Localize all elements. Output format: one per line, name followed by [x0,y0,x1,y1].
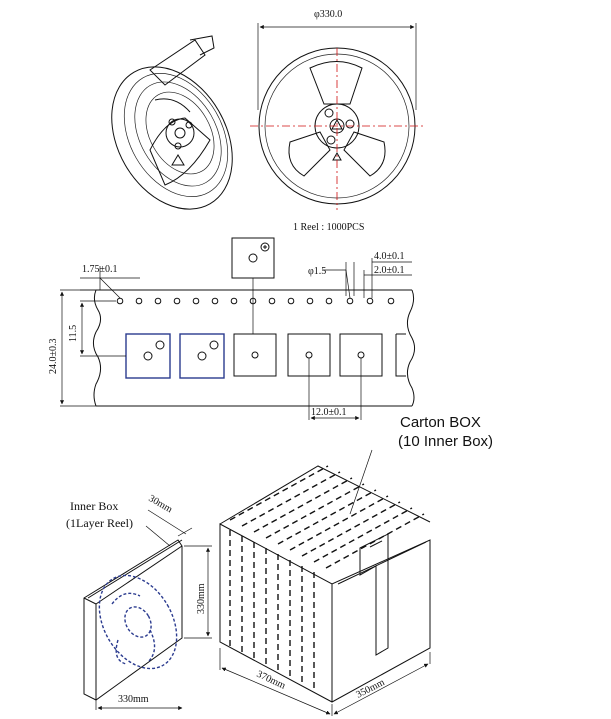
pitch-tiny-label: 2.0±0.1 [374,265,405,276]
carton-subtitle: (10 Inner Box) [398,433,493,450]
reel-front-view [250,23,424,210]
reel-capacity-label: 1 Reel : 1000PCS [293,222,364,233]
reel-diameter-label: φ330.0 [314,9,342,20]
inner-box-title: Inner Box [70,499,118,513]
tape-pockets [125,333,406,379]
inner-box-subtitle: (1Layer Reel) [66,516,133,530]
hole-diameter-label: φ1.5 [308,266,326,277]
tape-width-label: 24.0±0.3 [48,339,59,375]
inner-box [83,509,212,711]
carton-length-label: 370mm [255,669,288,692]
reel-3d-view [111,35,233,210]
carton-title: Carton BOX [400,414,481,431]
inner-height-label: 11.5 [68,325,79,342]
carton-box [219,449,431,716]
inner-box-width-label: 330mm [118,694,149,705]
pocket-pitch-label: 12.0±0.1 [311,407,347,418]
inner-box-depth-label: 30mm [147,493,175,515]
sprocket-holes [116,297,395,305]
hole-offset-label: 1.75±0.1 [82,264,118,275]
carrier-tape [59,237,416,421]
pitch-small-label: 4.0±0.1 [374,251,405,262]
inner-box-height-label: 330mm [196,583,207,614]
